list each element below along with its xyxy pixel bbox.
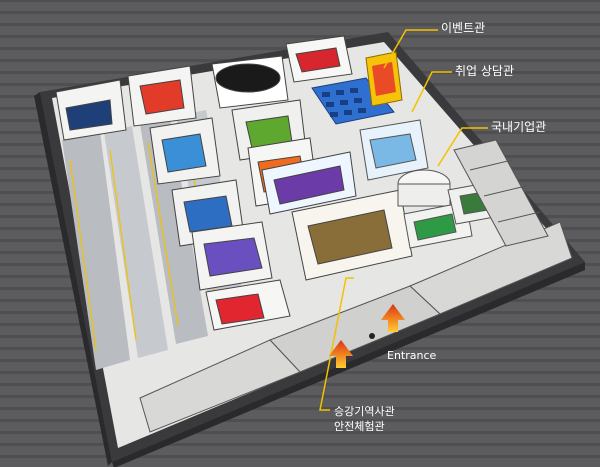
domestic-company-label: 국내기업관 [491,120,547,134]
entrance-label: Entrance [387,349,437,362]
safety-experience-label: 안전체험관 [334,420,385,433]
right-perimeter-rooms [453,139,549,247]
entrance-arrows [329,304,405,368]
hall-front-edge [112,262,585,467]
job-consulting-label: 취업 상담관 [455,64,515,78]
leader-lines [319,29,488,411]
perimeter-rooms [139,221,573,433]
hall-left-edge [34,92,112,466]
event-hall-label: 이벤트관 [441,21,486,35]
central-booths [55,35,413,331]
history-hall-label: 승강기역사관 [334,405,395,418]
event-hall-booth [365,51,403,107]
